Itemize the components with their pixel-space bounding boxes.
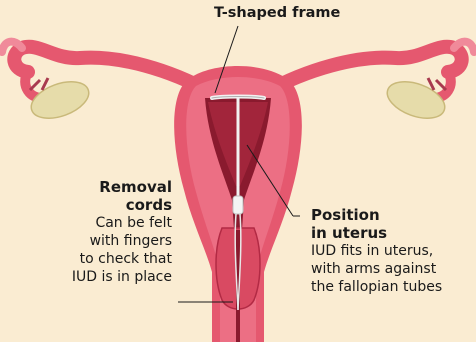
removal-body-line-2: with fingers — [0, 232, 172, 250]
position-body-line-1: IUD fits in uterus, — [311, 242, 476, 260]
label-t-shaped-frame: T-shaped frame — [214, 4, 340, 22]
removal-title-line-2: cords — [0, 196, 172, 214]
label-removal-cords: Removal cords Can be felt with fingers t… — [0, 178, 172, 286]
removal-body-line-3: to check that — [0, 250, 172, 268]
right-fallopian-tube — [266, 42, 474, 99]
frame-title: T-shaped frame — [214, 4, 340, 22]
position-title-line-2: in uterus — [311, 224, 476, 242]
position-body-line-3: the fallopian tubes — [311, 278, 476, 296]
removal-body-line-4: IUD is in place — [0, 268, 172, 286]
removal-title-line-1: Removal — [0, 178, 172, 196]
removal-body-line-1: Can be felt — [0, 214, 172, 232]
position-title-line-1: Position — [311, 206, 476, 224]
label-position-in-uterus: Position in uterus IUD fits in uterus, w… — [311, 206, 476, 296]
left-fallopian-tube — [2, 42, 210, 99]
position-body-line-2: with arms against — [311, 260, 476, 278]
